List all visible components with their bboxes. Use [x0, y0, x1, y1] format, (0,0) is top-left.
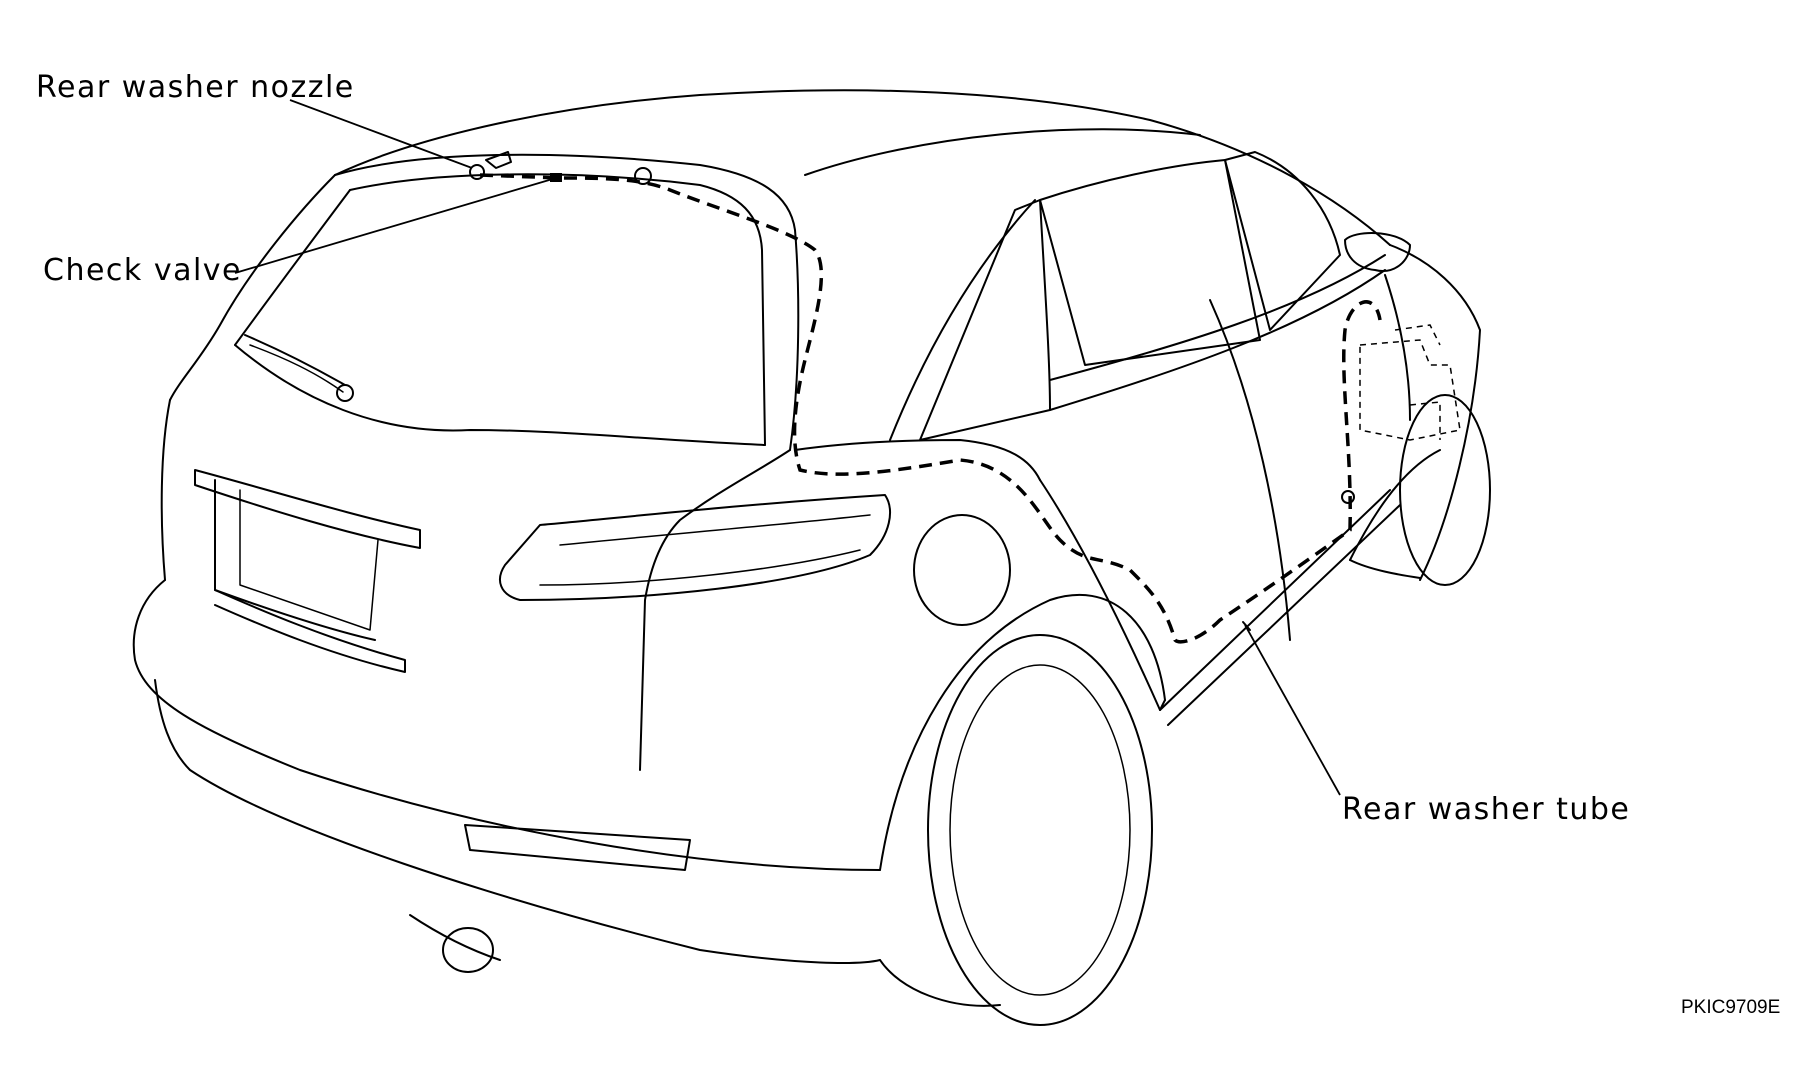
washer-tank-hidden — [1359, 324, 1461, 441]
figure-code: PKIC9709E — [1681, 997, 1781, 1018]
leader-rear-washer-nozzle — [289, 99, 473, 169]
vehicle-outline — [132, 89, 1491, 1026]
label-check-valve: Check valve — [43, 253, 243, 288]
rear-washer-nozzle — [469, 151, 512, 180]
leader-check-valve — [234, 177, 557, 274]
leader-rear-washer-tube — [1244, 624, 1341, 796]
label-rear-washer-nozzle: Rear washer nozzle — [36, 70, 355, 105]
label-rear-washer-tube: Rear washer tube — [1342, 792, 1631, 827]
rear-washer-tube-route — [479, 167, 1382, 644]
check-valve — [550, 173, 562, 182]
